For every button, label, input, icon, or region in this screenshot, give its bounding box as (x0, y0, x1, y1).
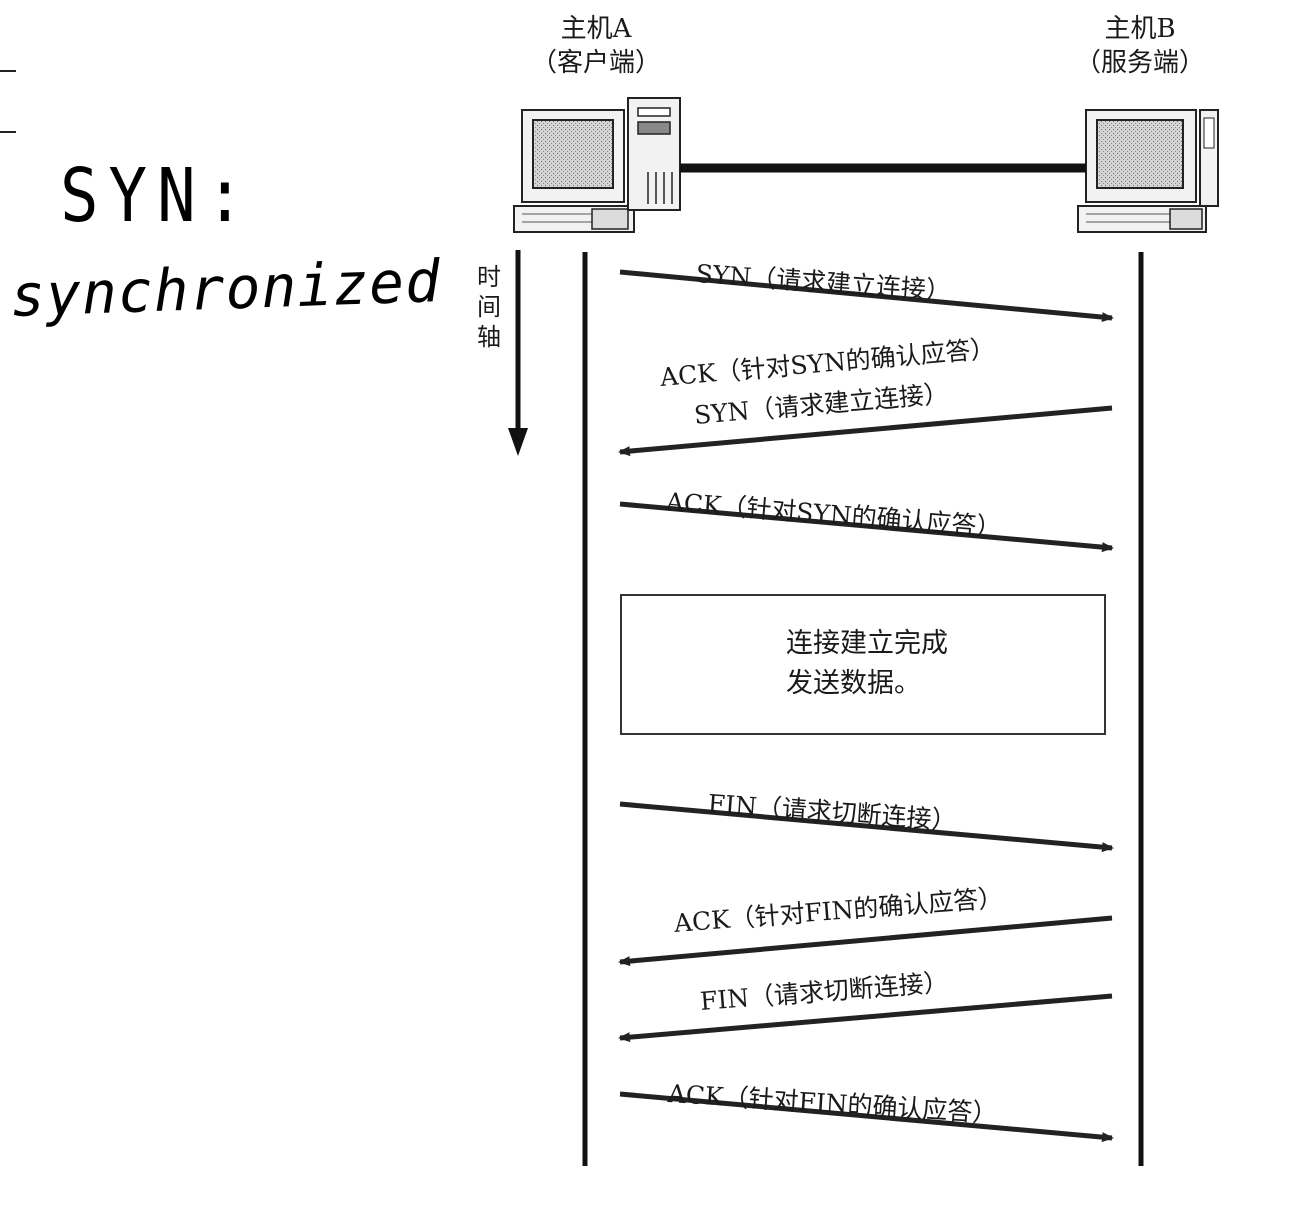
handwritten-note-title: SYN: (60, 154, 255, 240)
status-line-1: 连接建立完成 (786, 628, 948, 659)
arrow-ack-syn-a-to-b (619, 501, 1114, 553)
margin-dash (0, 70, 16, 72)
host-b-role: （服务端） (1074, 48, 1205, 78)
time-axis-label: 时 间 轴 (474, 262, 504, 352)
host-a-role: （客户端） (530, 48, 661, 78)
host-a-title: 主机A （客户端） (518, 12, 674, 80)
connection-status-box: 连接建立完成 发送数据。 (620, 594, 1106, 735)
connection-status-text: 连接建立完成 发送数据。 (786, 624, 948, 704)
host-b-title: 主机B （服务端） (1062, 12, 1218, 80)
arrow-ack-syn-b-to-a (618, 405, 1113, 457)
arrow-syn-a-to-b (619, 269, 1114, 323)
time-axis-char: 轴 (477, 323, 501, 351)
arrow-ack-fin-b-to-a (618, 915, 1113, 967)
margin-dash (0, 131, 16, 133)
arrow-fin-b-to-a (618, 993, 1113, 1043)
message-arrows (618, 269, 1114, 1143)
host-a-name: 主机A (560, 14, 632, 44)
status-line-2: 发送数据。 (786, 668, 921, 699)
host-b-name: 主机B (1104, 14, 1176, 44)
arrow-fin-a-to-b (619, 801, 1114, 853)
time-axis-arrow (508, 250, 528, 456)
host-a-computer-icon (513, 97, 681, 233)
time-axis-char: 时 (477, 263, 501, 291)
arrow-ack-fin-a-to-b (619, 1091, 1114, 1143)
time-axis-char: 间 (477, 293, 501, 321)
host-b-computer-icon (1077, 109, 1219, 233)
